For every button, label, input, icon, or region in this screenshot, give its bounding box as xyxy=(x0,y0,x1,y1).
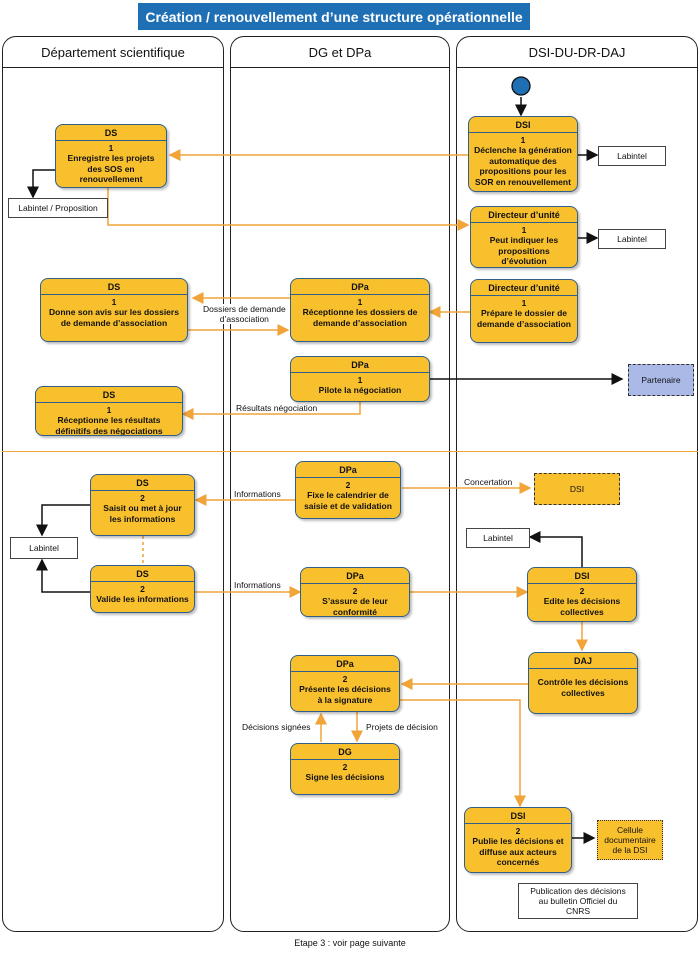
step-number: 2 xyxy=(515,826,521,836)
process-ds-enregistre[interactable]: DS 1 Enregistre les projets des SOS en r… xyxy=(55,124,167,188)
label-resultats: Résultats négociation xyxy=(236,403,318,413)
process-text: Valide les informations xyxy=(96,594,189,604)
process-text: S’assure de leur conformité xyxy=(322,596,388,617)
process-ds-avis[interactable]: DS 1 Donne son avis sur les dossiers de … xyxy=(40,278,188,342)
process-text: Réceptionne les résultats définitifs des… xyxy=(55,415,163,436)
actor-label: DSI xyxy=(465,808,571,824)
actor-label: DPa xyxy=(296,462,400,478)
process-dpa-presente[interactable]: DPa 2 Présente les décisions à la signat… xyxy=(290,655,400,712)
external-dsi: DSI xyxy=(534,473,620,505)
actor-label: DS xyxy=(91,566,194,582)
actor-label: DPa xyxy=(291,279,429,295)
process-du-indique[interactable]: Directeur d’unité 1 Peut indiquer les pr… xyxy=(470,206,578,268)
process-dpa-receptionne[interactable]: DPa 1 Réceptionne les dossiers de demand… xyxy=(290,278,430,342)
process-text: Signe les décisions xyxy=(305,772,385,782)
external-partenaire: Partenaire xyxy=(628,364,694,396)
label-informations: Informations xyxy=(234,580,281,590)
step-number: 1 xyxy=(357,375,363,385)
diagram-title: Création / renouvellement d’une structur… xyxy=(138,3,530,30)
document-labintel: Labintel xyxy=(598,146,666,166)
label-concertation: Concertation xyxy=(464,477,513,487)
process-ds-valide[interactable]: DS 2 Valide les informations xyxy=(90,565,195,613)
process-text: Edite les décisions collectives xyxy=(543,596,621,617)
process-text: Saisit ou met à jour les informations xyxy=(103,503,182,524)
step-number: 1 xyxy=(357,297,363,307)
process-dpa-assure[interactable]: DPa 2 S’assure de leur conformité xyxy=(300,567,410,617)
process-text: Réceptionne les dossiers de demande d’as… xyxy=(302,307,418,328)
actor-label: Directeur d’unité xyxy=(471,280,577,296)
document-labintel: Labintel xyxy=(466,528,530,548)
actor-label: DS xyxy=(91,475,194,491)
step-number: 1 xyxy=(111,297,117,307)
actor-label: DS xyxy=(36,387,182,403)
process-text: Pilote la négociation xyxy=(318,385,402,395)
actor-label: DPa xyxy=(291,357,429,373)
document-labintel-proposition: Labintel / Proposition xyxy=(8,198,108,218)
process-text: Publie les décisions et diffuse aux acte… xyxy=(472,836,564,867)
footer-note: Etape 3 : voir page suivante xyxy=(294,938,406,948)
process-dg-signe[interactable]: DG 2 Signe les décisions xyxy=(290,743,400,795)
process-text: Fixe le calendrier de saisie et de valid… xyxy=(304,490,392,511)
external-cellule-documentaire: Cellule documentaire de la DSI xyxy=(597,820,663,860)
actor-label: DG xyxy=(291,744,399,760)
lane-dg-dpa: DG et DPa xyxy=(230,36,450,932)
step-number: 1 xyxy=(106,405,112,415)
process-text: Prépare le dossier de demande d’associat… xyxy=(477,308,571,329)
actor-label: DS xyxy=(41,279,187,295)
process-ds-saisit[interactable]: DS 2 Saisit ou met à jour les informatio… xyxy=(90,474,195,536)
actor-label: DSI xyxy=(528,568,636,584)
lane-header: Département scientifique xyxy=(3,37,223,68)
process-text: Donne son avis sur les dossiers de deman… xyxy=(49,307,179,328)
document-labintel: Labintel xyxy=(598,229,666,249)
process-du-prepare[interactable]: Directeur d’unité 1 Prépare le dossier d… xyxy=(470,279,578,343)
actor-label: Directeur d’unité xyxy=(471,207,577,223)
step-number: 1 xyxy=(108,143,114,153)
start-node xyxy=(511,76,531,96)
step-number: 2 xyxy=(342,762,348,772)
document-publication: Publication des décisions au bulletin Of… xyxy=(518,883,638,919)
process-dsi-declenche[interactable]: DSI 1 Déclenche la génération automatiqu… xyxy=(468,116,578,192)
phase-separator xyxy=(2,451,698,452)
process-dsi-edite[interactable]: DSI 2 Edite les décisions collectives xyxy=(527,567,637,622)
actor-label: DSI xyxy=(469,117,577,133)
lane-departement-scientifique: Département scientifique xyxy=(2,36,224,932)
document-labintel: Labintel xyxy=(10,537,78,559)
step-number: 1 xyxy=(520,135,526,145)
process-daj-controle[interactable]: DAJ Contrôle les décisions collectives xyxy=(528,652,638,714)
process-text: Enregistre les projets des SOS en renouv… xyxy=(67,153,155,184)
actor-label: DPa xyxy=(291,656,399,672)
lane-header: DG et DPa xyxy=(231,37,449,68)
lane-header: DSI-DU-DR-DAJ xyxy=(457,37,697,68)
step-number: 2 xyxy=(345,480,351,490)
process-dsi-publie[interactable]: DSI 2 Publie les décisions et diffuse au… xyxy=(464,807,572,873)
step-number: 2 xyxy=(342,674,348,684)
label-dossiers: Dossiers de demande d’association xyxy=(203,304,286,324)
actor-label: DAJ xyxy=(529,653,637,669)
step-number: 2 xyxy=(140,584,145,594)
label-decisions-signees: Décisions signées xyxy=(242,722,311,732)
actor-label: DS xyxy=(56,125,166,141)
step-number: 1 xyxy=(521,298,527,308)
lane-dsi-du-dr-daj: DSI-DU-DR-DAJ xyxy=(456,36,698,932)
step-number: 2 xyxy=(579,586,585,596)
label-informations: Informations xyxy=(234,489,281,499)
step-number: 1 xyxy=(521,225,527,235)
process-dpa-calendrier[interactable]: DPa 2 Fixe le calendrier de saisie et de… xyxy=(295,461,401,519)
process-text: Présente les décisions à la signature xyxy=(299,684,391,705)
process-ds-resultats[interactable]: DS 1 Réceptionne les résultats définitif… xyxy=(35,386,183,436)
process-text: Déclenche la génération automatique des … xyxy=(474,145,572,187)
process-dpa-pilote[interactable]: DPa 1 Pilote la négociation xyxy=(290,356,430,402)
process-text: Peut indiquer les propositions d’évoluti… xyxy=(489,235,559,266)
step-number: 2 xyxy=(140,493,145,503)
actor-label: DPa xyxy=(301,568,409,584)
label-projets-decision: Projets de décision xyxy=(366,722,438,732)
process-text: Contrôle les décisions collectives xyxy=(537,677,629,698)
step-number: 2 xyxy=(352,586,358,596)
